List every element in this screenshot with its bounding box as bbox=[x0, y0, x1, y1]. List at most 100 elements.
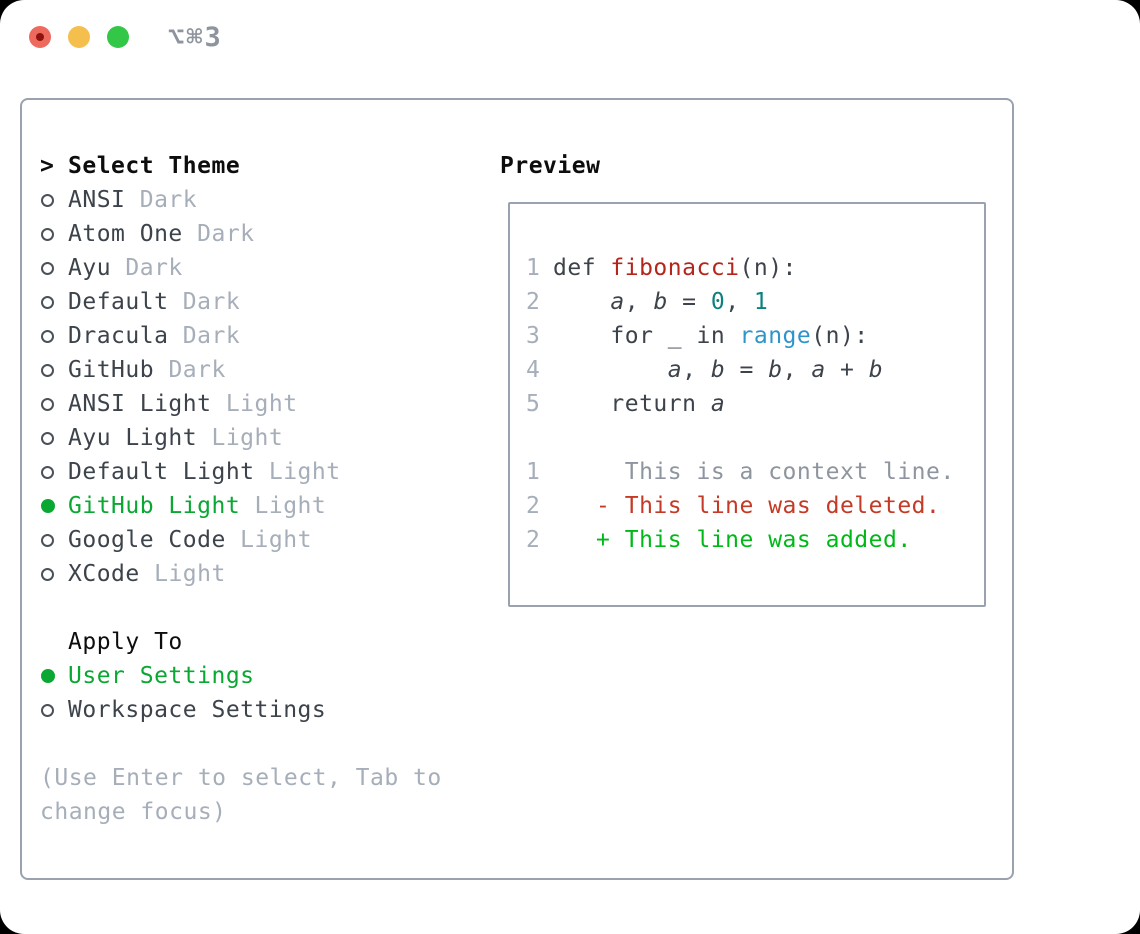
line-number: 1 bbox=[526, 255, 541, 281]
gap bbox=[40, 727, 492, 761]
option-label: GitHub bbox=[68, 357, 155, 383]
diff-line-added: 2 + This line was added. bbox=[526, 523, 984, 557]
theme-option-ansi[interactable]: ANSI Dark bbox=[40, 183, 492, 217]
theme-option-xcode[interactable]: XCode Light bbox=[40, 557, 492, 591]
code-segment-builtin: range bbox=[739, 323, 812, 349]
theme-option-ayu-light[interactable]: Ayu Light Light bbox=[40, 421, 492, 455]
code-segment-plain: , bbox=[624, 289, 654, 315]
diff-line-deleted: 2 - This line was deleted. bbox=[526, 489, 984, 523]
theme-option-github-light[interactable]: GitHub Light Light bbox=[40, 489, 492, 523]
theme-option-google-code[interactable]: Google Code Light bbox=[40, 523, 492, 557]
option-label: Default bbox=[68, 289, 169, 315]
apply-to-header-label: Apply To bbox=[68, 629, 183, 655]
code-segment-var: a bbox=[610, 289, 625, 315]
radio-unselected-icon bbox=[40, 397, 68, 411]
code-segment-num: 1 bbox=[753, 289, 769, 315]
gap bbox=[40, 591, 492, 625]
code-segment-plain: + bbox=[825, 357, 869, 383]
option-label: XCode bbox=[68, 561, 140, 587]
diff-preview: 1 This is a context line.2 - This line w… bbox=[526, 455, 984, 557]
option-label: Default Light bbox=[68, 459, 255, 485]
radio-selected-icon bbox=[40, 499, 68, 513]
code-line: 5 return a bbox=[526, 387, 984, 421]
close-button[interactable] bbox=[29, 26, 51, 48]
line-number: 3 bbox=[526, 323, 541, 349]
code-segment-var: b bbox=[768, 357, 783, 383]
option-variant-label: Dark bbox=[154, 357, 226, 383]
code-segment-var: a bbox=[710, 391, 726, 417]
radio-unselected-icon bbox=[40, 533, 68, 547]
minimize-button[interactable] bbox=[68, 26, 90, 48]
apply-option-workspace-settings[interactable]: Workspace Settings bbox=[40, 693, 492, 727]
theme-option-default[interactable]: Default Dark bbox=[40, 285, 492, 319]
theme-option-default-light[interactable]: Default Light Light bbox=[40, 455, 492, 489]
line-number: 4 bbox=[526, 357, 541, 383]
radio-unselected-icon bbox=[40, 431, 68, 445]
window-shortcut-title: ⌥⌘3 bbox=[168, 22, 223, 53]
code-line: 2 a, b = 0, 1 bbox=[526, 285, 984, 319]
select-theme-header: > Select Theme bbox=[40, 149, 492, 183]
theme-option-dracula[interactable]: Dracula Dark bbox=[40, 319, 492, 353]
theme-option-ansi-light[interactable]: ANSI Light Light bbox=[40, 387, 492, 421]
focus-caret-icon: > bbox=[40, 153, 55, 179]
line-number: 2 bbox=[526, 493, 541, 519]
code-segment-var: b bbox=[710, 357, 726, 383]
line-number: 2 bbox=[526, 527, 541, 553]
code-segment-plain: (n): bbox=[739, 255, 797, 281]
code-segment-plain: , bbox=[682, 357, 711, 383]
option-variant-label: Dark bbox=[125, 187, 198, 213]
theme-option-github[interactable]: GitHub Dark bbox=[40, 353, 492, 387]
radio-unselected-icon bbox=[40, 703, 68, 717]
option-variant-label: Light bbox=[254, 459, 341, 485]
diff-text: + This line was added. bbox=[553, 527, 912, 553]
code-segment-plain bbox=[553, 289, 610, 315]
option-label: ANSI Light bbox=[68, 391, 212, 417]
radio-unselected-icon bbox=[40, 193, 68, 207]
radio-unselected-icon bbox=[40, 363, 68, 377]
radio-unselected-icon bbox=[40, 227, 68, 241]
option-variant-label: Dark bbox=[168, 323, 241, 349]
code-segment-plain: = bbox=[725, 357, 769, 383]
code-line: 4 a, b = b, a + b bbox=[526, 353, 984, 387]
zoom-button[interactable] bbox=[107, 26, 129, 48]
code-segment-func: fibonacci bbox=[610, 255, 740, 281]
code-segment-plain: (n): bbox=[811, 323, 869, 349]
code-segment-var: a bbox=[667, 357, 683, 383]
code-segment-plain bbox=[553, 357, 668, 383]
apply-option-user-settings[interactable]: User Settings bbox=[40, 659, 492, 693]
diff-line-context: 1 This is a context line. bbox=[526, 455, 984, 489]
code-segment-plain: for _ in bbox=[553, 323, 740, 349]
radio-unselected-icon bbox=[40, 295, 68, 309]
code-segment-plain: , bbox=[725, 289, 754, 315]
option-label: Google Code bbox=[68, 527, 226, 553]
option-label: Ayu bbox=[68, 255, 112, 281]
theme-option-atom-one[interactable]: Atom One Dark bbox=[40, 217, 492, 251]
option-variant-label: Light bbox=[225, 527, 312, 553]
radio-unselected-icon bbox=[40, 465, 68, 479]
theme-option-ayu[interactable]: Ayu Dark bbox=[40, 251, 492, 285]
radio-unselected-icon bbox=[40, 567, 68, 581]
code-segment-var: a bbox=[811, 357, 826, 383]
code-line: 1 def fibonacci(n): bbox=[526, 251, 984, 285]
option-variant-label: Light bbox=[240, 493, 327, 519]
code-segment-var: b bbox=[868, 357, 884, 383]
option-label: Ayu Light bbox=[68, 425, 198, 451]
option-variant-label: Light bbox=[139, 561, 226, 587]
code-segment-plain: def bbox=[553, 255, 611, 281]
option-variant-label: Light bbox=[197, 425, 284, 451]
option-label: ANSI bbox=[68, 187, 126, 213]
option-label: User Settings bbox=[68, 663, 255, 689]
option-variant-label: Dark bbox=[182, 221, 255, 247]
option-label: Dracula bbox=[68, 323, 169, 349]
option-variant-label: Dark bbox=[111, 255, 183, 281]
preview-header-label: Preview bbox=[500, 153, 601, 179]
diff-text: - This line was deleted. bbox=[553, 493, 941, 519]
keyboard-hint-text: (Use Enter to select, Tab to change focu… bbox=[40, 765, 442, 825]
option-label: Atom One bbox=[68, 221, 183, 247]
code-segment-var: b bbox=[653, 289, 668, 315]
